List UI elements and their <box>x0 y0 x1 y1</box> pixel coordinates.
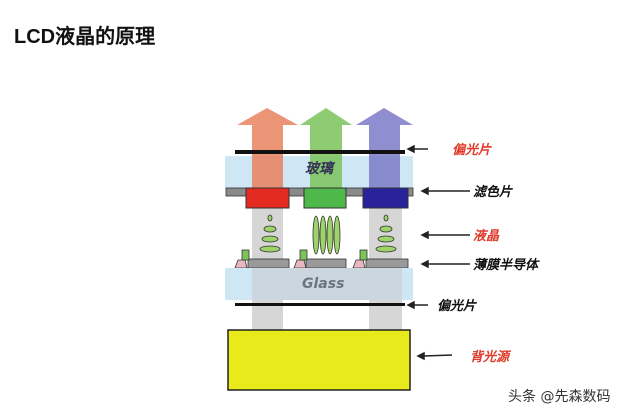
glass-top-label: 玻璃 <box>305 160 336 177</box>
glass-bottom-label: Glass <box>302 276 344 292</box>
red-filter <box>245 187 290 209</box>
page-title: LCD液晶的原理 <box>14 26 156 48</box>
liquid-crystal-molecules <box>259 214 397 255</box>
label-liquid-crystal: 液晶 <box>473 228 500 244</box>
label-backlight: 背光源 <box>470 349 512 365</box>
label-bottom-polarizer: 偏光片 <box>437 298 477 314</box>
backlight <box>227 329 411 391</box>
label-top-polarizer: 偏光片 <box>452 142 492 158</box>
glass-light-overlay <box>252 268 402 300</box>
tft-layer <box>234 249 409 269</box>
bottom-polarizer <box>235 303 405 306</box>
blue-filter <box>362 187 409 209</box>
pointer-arrows <box>406 144 470 361</box>
top-polarizer <box>235 150 405 154</box>
watermark: 头条 @先森数码 <box>508 389 611 405</box>
label-color-filter: 滤色片 <box>473 184 513 200</box>
red-light-arrow <box>237 108 298 330</box>
label-tft: 薄膜半导体 <box>473 257 540 273</box>
green-filter <box>303 187 347 209</box>
